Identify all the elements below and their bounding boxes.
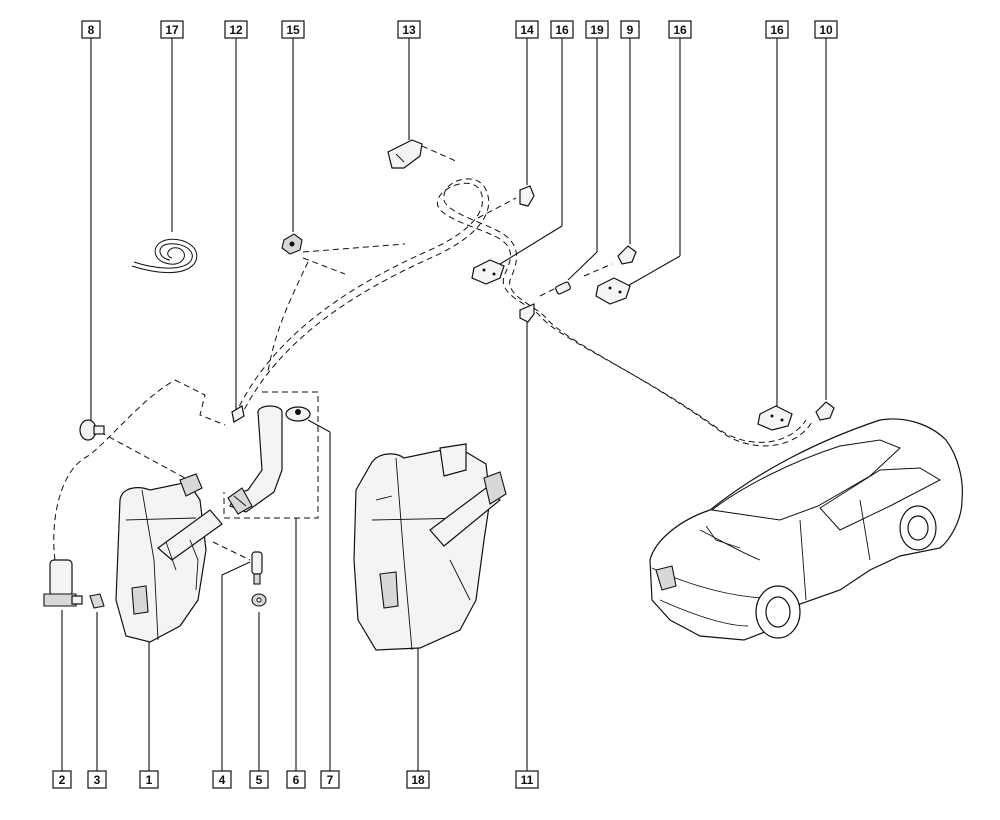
callout-7-text: 7	[327, 773, 334, 787]
grommet-8	[79, 419, 105, 441]
reservoir-1	[115, 473, 223, 643]
callout-11: 11	[515, 770, 539, 789]
callout-14-text: 14	[520, 23, 534, 37]
clip-16-b	[595, 277, 631, 305]
callout-5-text: 5	[256, 773, 263, 787]
callout-3: 3	[87, 770, 107, 789]
callout-19-text: 19	[590, 23, 604, 37]
callout-6-text: 6	[293, 773, 300, 787]
grommet-5	[251, 593, 267, 607]
callout-13-text: 13	[402, 23, 416, 37]
dashed-assembly-lines	[99, 145, 613, 561]
filler-neck-6	[227, 405, 283, 515]
callout-16-a-text: 16	[555, 23, 569, 37]
callout-12-text: 12	[229, 23, 243, 37]
callout-17-text: 17	[165, 23, 179, 37]
pump-2	[43, 559, 83, 607]
pump-hose	[53, 379, 176, 561]
callout-5: 5	[249, 770, 269, 789]
callout-1-text: 1	[146, 773, 153, 787]
clip-16-a	[471, 259, 505, 285]
car-illustration	[649, 418, 963, 641]
callout-4: 4	[212, 770, 232, 789]
clip-16-c	[757, 405, 793, 431]
washer-hose-main	[234, 178, 813, 447]
callout-2: 2	[52, 770, 72, 789]
callout-15-text: 15	[286, 23, 300, 37]
callout-13: 13	[397, 20, 421, 39]
reservoir-18	[353, 443, 507, 651]
callout-9-text: 9	[627, 23, 634, 37]
callout-18: 18	[406, 770, 430, 789]
callout-3-text: 3	[94, 773, 101, 787]
callout-7: 7	[320, 770, 340, 789]
nozzle-10	[815, 401, 835, 421]
callout-10-text: 10	[819, 23, 833, 37]
leader-lines	[61, 38, 827, 771]
callout-12: 12	[224, 20, 248, 39]
callout-16-c-text: 16	[770, 23, 784, 37]
callout-19: 19	[585, 20, 609, 39]
callout-9: 9	[620, 20, 640, 39]
callout-1: 1	[139, 770, 159, 789]
seal-3	[89, 593, 105, 609]
callout-2-text: 2	[59, 773, 66, 787]
callout-4-text: 4	[219, 773, 226, 787]
callout-17: 17	[160, 20, 184, 39]
cap-7	[285, 406, 311, 422]
coiled-hose-17	[131, 238, 198, 274]
callout-11-text: 11	[521, 773, 534, 787]
callout-16-c: 16	[765, 20, 789, 39]
callout-6: 6	[286, 770, 306, 789]
callout-8: 8	[81, 20, 101, 39]
callout-labels: 8 17 12 15 13 14 16 19	[52, 20, 838, 789]
callout-16-a: 16	[550, 20, 574, 39]
callout-16-b-text: 16	[673, 23, 687, 37]
callout-10: 10	[814, 20, 838, 39]
bracket-13	[387, 139, 423, 169]
callout-18-text: 18	[411, 773, 425, 787]
callout-14: 14	[515, 20, 539, 39]
connector-19	[555, 281, 571, 295]
t-connector-11	[519, 303, 535, 323]
clip-15	[281, 233, 303, 255]
callout-8-text: 8	[88, 23, 95, 37]
clip-9	[617, 245, 637, 265]
callout-16-b: 16	[668, 20, 692, 39]
clip-14	[519, 185, 535, 207]
level-sensor-4	[251, 551, 263, 585]
callout-15: 15	[281, 20, 305, 39]
seal-ring-12	[231, 405, 245, 423]
